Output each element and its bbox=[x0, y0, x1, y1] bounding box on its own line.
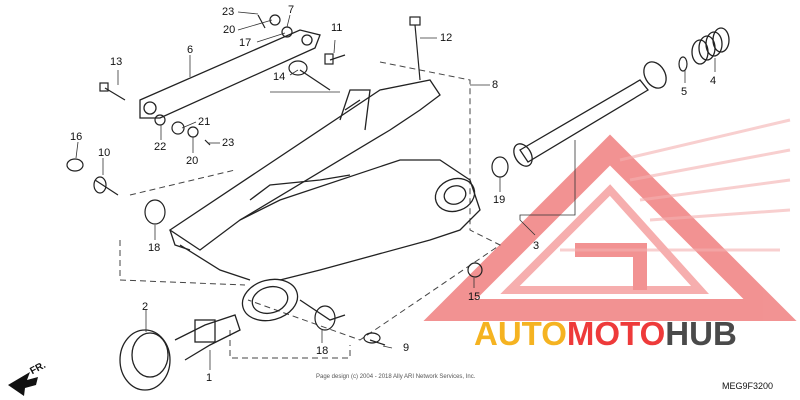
watermark-text: AUTOMOTOHUB bbox=[474, 316, 737, 352]
callout-17: 17 bbox=[239, 37, 252, 49]
callout-4: 4 bbox=[710, 75, 717, 87]
group-outline bbox=[119, 61, 501, 359]
callout-3: 3 bbox=[533, 240, 540, 252]
swingarm-frame bbox=[168, 79, 481, 322]
front-direction-arrow bbox=[8, 372, 38, 396]
hardware bbox=[66, 14, 509, 346]
callout-18: 18 bbox=[316, 345, 329, 357]
callout-20: 20 bbox=[186, 155, 199, 167]
callout-20: 20 bbox=[223, 24, 236, 36]
wing-logo bbox=[560, 118, 791, 252]
callout-18: 18 bbox=[148, 242, 161, 254]
callout-12: 12 bbox=[440, 32, 453, 44]
watermark-auto: AUTO bbox=[474, 315, 567, 352]
callout-2: 2 bbox=[142, 301, 149, 313]
callout-23: 23 bbox=[222, 137, 235, 149]
callout-10: 10 bbox=[98, 147, 111, 159]
callout-5: 5 bbox=[681, 86, 688, 98]
watermark-moto: MOTO bbox=[566, 315, 666, 352]
torque-rod bbox=[139, 29, 321, 119]
callout-21: 21 bbox=[198, 116, 211, 128]
callout-16: 16 bbox=[70, 131, 83, 143]
drive-shaft bbox=[513, 61, 667, 167]
callout-8: 8 bbox=[492, 79, 499, 91]
circlip bbox=[678, 56, 688, 72]
universal-joint bbox=[119, 314, 241, 391]
callout-6: 6 bbox=[187, 44, 194, 56]
callout-1: 1 bbox=[206, 372, 213, 384]
diagram-code: MEG9F3200 bbox=[722, 381, 774, 391]
callout-7: 7 bbox=[288, 4, 295, 16]
callout-23: 23 bbox=[222, 6, 235, 18]
callout-22: 22 bbox=[154, 141, 167, 153]
watermark-hub: HUB bbox=[665, 315, 737, 352]
leader-lines bbox=[75, 11, 716, 370]
watermark-logo bbox=[423, 134, 797, 321]
callout-19: 19 bbox=[493, 194, 506, 206]
spring bbox=[691, 27, 730, 65]
callout-13: 13 bbox=[110, 56, 123, 68]
callout-14: 14 bbox=[273, 71, 286, 83]
callout-9: 9 bbox=[403, 342, 410, 354]
callout-15: 15 bbox=[468, 291, 481, 303]
callout-11: 11 bbox=[331, 22, 343, 34]
copyright-notice: Page design (c) 2004 - 2018 Ally ARI Net… bbox=[316, 374, 476, 380]
